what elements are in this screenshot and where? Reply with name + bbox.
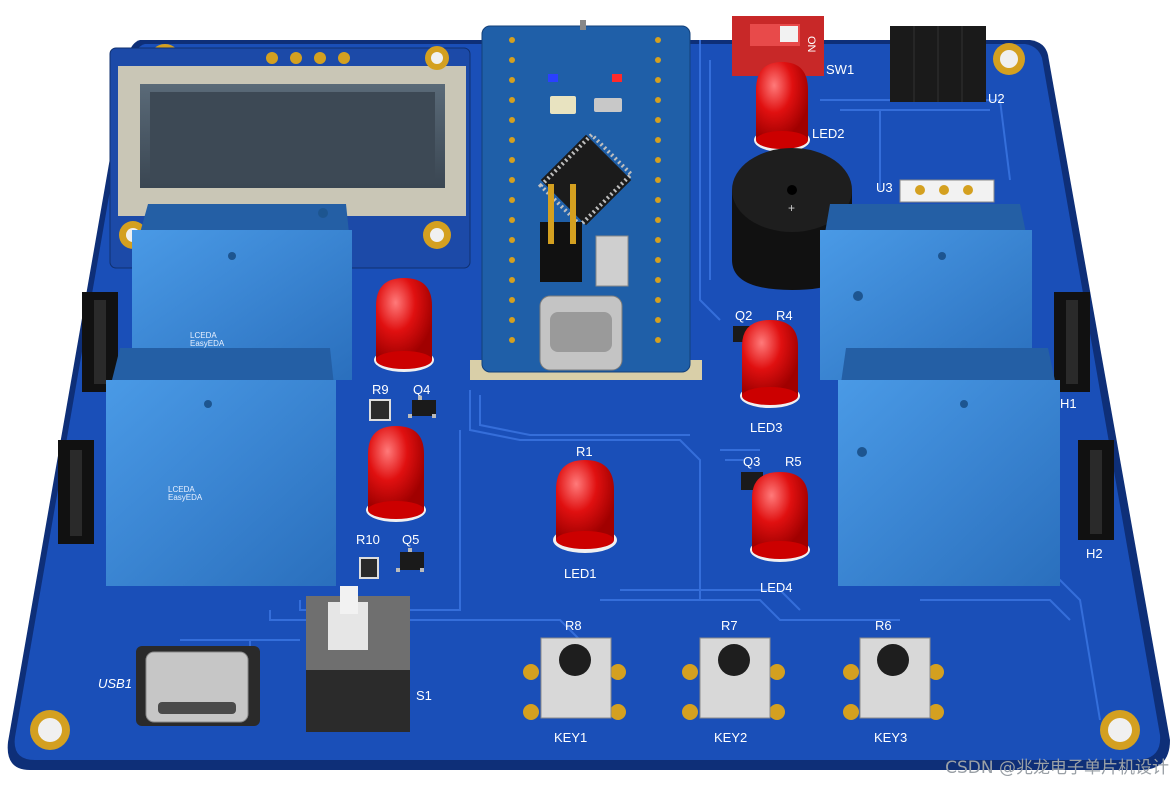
led-left-lower [366, 426, 426, 522]
watermark: CSDN @兆龙电子单片机设计 [945, 758, 1169, 778]
label-h1: H1 [1060, 396, 1077, 411]
svg-text:LCEDA: LCEDA [168, 485, 195, 494]
led2 [754, 62, 810, 152]
label-q4: Q4 [413, 382, 430, 397]
resistor-r9 [369, 399, 391, 421]
label-u3: U3 [876, 180, 893, 195]
label-r8: R8 [565, 618, 582, 633]
switch-on-label: ON [805, 36, 817, 53]
label-r5: R5 [785, 454, 802, 469]
label-led4: LED4 [760, 580, 793, 595]
header-u2 [890, 26, 986, 102]
label-u2: U2 [988, 91, 1005, 106]
tactile-switch-key2 [682, 637, 785, 720]
resistor-r10 [359, 557, 379, 579]
header-left-bottom [58, 440, 94, 544]
usb-c-connector-usb1 [136, 646, 260, 726]
transistor-q4 [408, 396, 436, 418]
relay-right-bottom [838, 348, 1060, 586]
label-r7: R7 [721, 618, 738, 633]
led-left-upper [374, 278, 434, 372]
label-led2: LED2 [812, 126, 845, 141]
header-h2 [1078, 440, 1114, 540]
tactile-switch-key1 [523, 637, 626, 720]
label-key2: KEY2 [714, 730, 747, 745]
label-r6: R6 [875, 618, 892, 633]
label-r9: R9 [372, 382, 389, 397]
label-led3: LED3 [750, 420, 783, 435]
mounting-hole-top-right [993, 43, 1025, 75]
label-sw1: SW1 [826, 62, 854, 77]
label-usb1: USB1 [98, 676, 132, 691]
label-h2: H2 [1086, 546, 1103, 561]
header-left-top [82, 292, 118, 392]
svg-text:EasyEDA: EasyEDA [168, 493, 203, 502]
led4 [750, 472, 810, 562]
label-key1: KEY1 [554, 730, 587, 745]
svg-text:LCEDA: LCEDA [190, 331, 217, 340]
mcu-dev-board [470, 20, 702, 380]
relay-left-bottom: LCEDA EasyEDA [106, 348, 336, 586]
header-h1 [1054, 292, 1090, 392]
label-key3: KEY3 [874, 730, 907, 745]
header-u3 [899, 179, 995, 203]
label-r4: R4 [776, 308, 793, 323]
led3 [740, 320, 800, 408]
mounting-hole-bottom-left [30, 710, 70, 750]
push-switch-s1 [306, 586, 410, 732]
label-q3: Q3 [743, 454, 760, 469]
transistor-q5 [396, 548, 424, 572]
svg-text:+: + [788, 201, 795, 215]
label-q2: Q2 [735, 308, 752, 323]
label-r10: R10 [356, 532, 380, 547]
tactile-switch-key3 [843, 637, 944, 720]
label-led1: LED1 [564, 566, 597, 581]
label-s1: S1 [416, 688, 432, 703]
mounting-hole-bottom-right [1100, 710, 1140, 750]
label-q5: Q5 [402, 532, 419, 547]
svg-text:EasyEDA: EasyEDA [190, 339, 225, 348]
label-r1: R1 [576, 444, 593, 459]
led1 [553, 460, 617, 553]
